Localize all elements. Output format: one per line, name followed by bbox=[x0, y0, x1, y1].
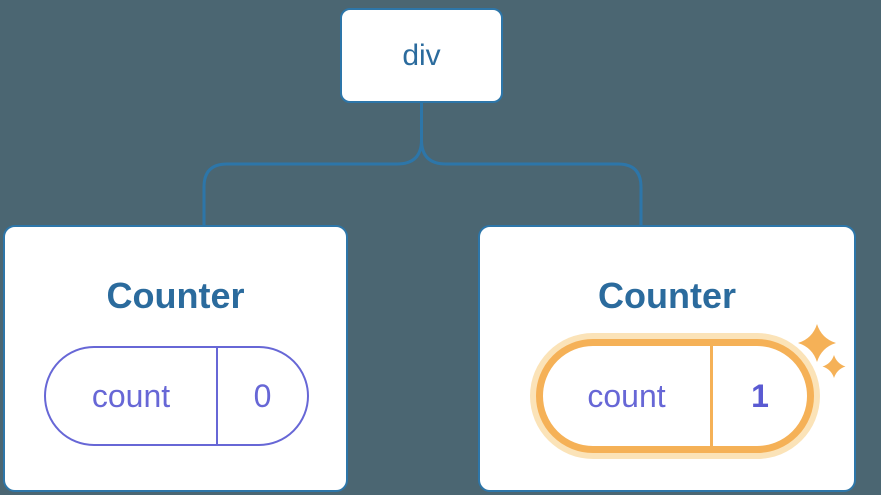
connector-left-branch bbox=[202, 103, 423, 226]
state-key-label: count bbox=[587, 377, 666, 414]
card-title: Counter bbox=[598, 275, 736, 316]
state-key-label: count bbox=[91, 377, 171, 414]
state-pill: count 0 bbox=[44, 346, 309, 446]
state-pill-highlighted: count 1 bbox=[536, 339, 814, 453]
counter-card-left: Counter count 0 bbox=[3, 225, 348, 492]
counter-card-right: Counter count 1 bbox=[478, 225, 856, 492]
pill-divider bbox=[710, 346, 713, 446]
sparkles-icon bbox=[798, 324, 846, 378]
state-value: 0 bbox=[253, 377, 272, 414]
root-node: div bbox=[340, 8, 503, 103]
connector-right-branch bbox=[420, 103, 643, 226]
pill-divider bbox=[216, 348, 218, 444]
state-value: 1 bbox=[751, 377, 769, 414]
root-node-label: div bbox=[402, 38, 441, 72]
card-title: Counter bbox=[106, 275, 245, 316]
